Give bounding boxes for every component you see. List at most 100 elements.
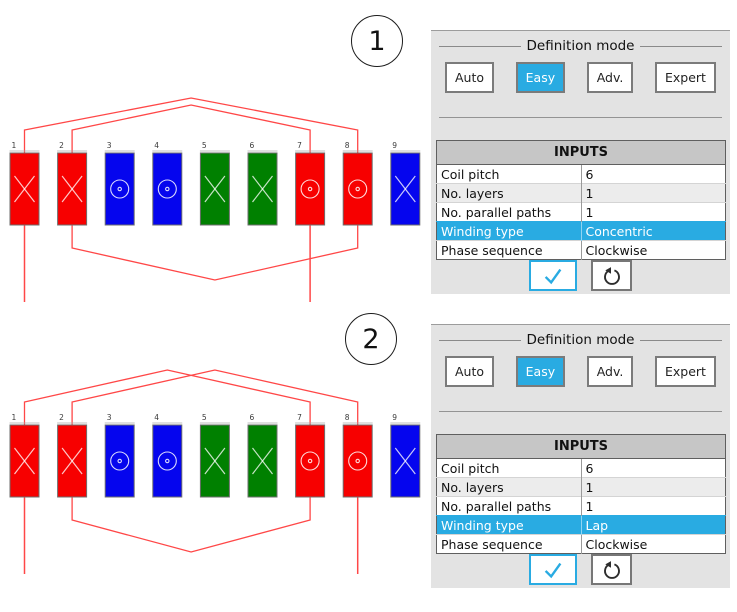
slot-5: 5 [199,413,230,498]
slot-1: 1 [9,141,40,226]
cross-icon [252,447,273,475]
slot-number-label: 3 [107,413,112,422]
mode-button-easy[interactable]: Easy [515,62,566,93]
mode-button-easy[interactable]: Easy [515,356,566,387]
dot-icon [110,179,130,199]
slot-box-red [342,152,373,226]
cross-icon [14,175,35,203]
slot-box-red [295,424,326,498]
mode-button-adv[interactable]: Adv. [586,62,634,93]
legend-line [640,45,723,47]
dot-icon [348,179,368,199]
slot-8: 8 [342,141,373,226]
mode-buttons: Auto Easy Adv. Expert [445,62,716,93]
top-connection-2-8 [71,369,359,433]
legend-line [640,339,723,341]
undo-circular-arrow-icon [603,266,620,285]
undo-circular-arrow-icon [603,560,620,579]
row-label: No. layers [436,477,581,497]
row-value: Clockwise [580,534,726,554]
step-badge-1: 1 [351,15,403,67]
row-label: Phase sequence [436,240,581,260]
top-connection-2-7 [71,104,311,161]
row-value: Clockwise [580,240,726,260]
separator-line [439,411,722,412]
row-value: 1 [580,202,726,222]
row-value: Concentric [580,221,726,241]
row-label: No. parallel paths [436,496,581,516]
slot-6: 6 [247,141,278,226]
inputs-header-row: INPUTS [436,140,726,165]
slot-box-red [295,152,326,226]
check-icon [544,562,562,578]
cross-icon [204,175,226,203]
row-label: No. layers [436,183,581,203]
slot-number-label: 2 [59,141,64,150]
confirm-button[interactable] [529,554,577,585]
reset-button[interactable] [591,260,632,291]
dot-icon [157,179,177,199]
top-connection-1-7 [23,369,311,433]
cross-icon [394,175,416,203]
row-label: Winding type [436,221,581,241]
slot-number-label: 3 [107,141,112,150]
mode-button-auto[interactable]: Auto [445,62,495,93]
slot-number-label: 5 [202,413,207,422]
bottom-connection-2-8 [71,217,359,281]
slot-3: 3 [104,141,135,226]
mode-button-expert[interactable]: Expert [655,62,716,93]
dot-icon [348,451,368,471]
legend-line [439,339,521,341]
slot-7: 7 [295,141,326,226]
mode-button-auto[interactable]: Auto [445,356,495,387]
row-label: Coil pitch [436,164,581,184]
cross-icon [252,175,273,203]
mode-button-expert[interactable]: Expert [655,356,716,387]
slot-number-label: 1 [12,413,17,422]
slot-number-label: 7 [297,413,302,422]
row-label: Phase sequence [436,534,581,554]
slot-box-red [342,424,373,498]
slot-number-label: 4 [154,413,159,422]
definition-mode-legend-row: Definition mode [439,332,723,348]
top-connection-1-8 [23,97,359,161]
row-label: Winding type [436,515,581,535]
slot-6: 6 [247,413,278,498]
slot-5: 5 [199,141,230,226]
slot-number-label: 5 [202,141,207,150]
cross-icon [204,447,226,475]
slot-box-blue [152,424,183,498]
reset-button[interactable] [591,554,632,585]
row-value: 1 [580,477,726,497]
row-value: 6 [580,164,726,184]
confirm-button[interactable] [529,260,577,291]
slot-box-blue [152,152,183,226]
row-value: 1 [580,496,726,516]
slot-1: 1 [9,413,40,498]
slot-number-label: 9 [392,141,397,150]
dot-icon [300,451,320,471]
inputs-header: INPUTS [436,140,726,165]
dot-icon [300,179,320,199]
slot-number-label: 6 [250,413,255,422]
row-value: 6 [580,458,726,478]
slot-9: 9 [390,413,421,498]
mode-button-adv[interactable]: Adv. [586,356,634,387]
cross-icon [61,447,83,475]
cross-icon [61,175,83,203]
